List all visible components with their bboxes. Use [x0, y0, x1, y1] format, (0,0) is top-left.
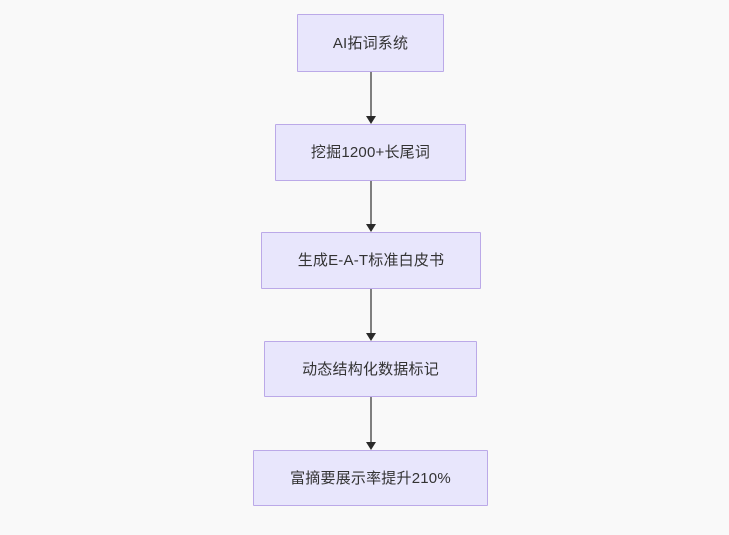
connector-line [370, 72, 372, 116]
flow-node-longtail-mining[interactable]: 挖掘1200+长尾词 [275, 124, 466, 181]
arrowhead-down-icon [366, 333, 376, 341]
flow-node-label: AI拓词系统 [332, 34, 409, 52]
connector-line [370, 397, 372, 442]
arrowhead-down-icon [366, 442, 376, 450]
flow-node-label: 富摘要展示率提升210% [290, 469, 451, 487]
flow-node-eat-whitepaper[interactable]: 生成E-A-T标准白皮书 [261, 232, 481, 289]
flow-node-rich-snippet-result[interactable]: 富摘要展示率提升210% [253, 450, 488, 506]
flow-node-ai-keyword-system[interactable]: AI拓词系统 [297, 14, 444, 72]
flow-node-structured-data-markup[interactable]: 动态结构化数据标记 [264, 341, 477, 397]
flow-node-label: 生成E-A-T标准白皮书 [297, 252, 445, 269]
arrowhead-down-icon [366, 116, 376, 124]
flow-node-label: 挖掘1200+长尾词 [310, 144, 431, 161]
connector-line [370, 289, 372, 333]
flow-node-label: 动态结构化数据标记 [302, 360, 439, 378]
connector-line [370, 181, 372, 224]
arrowhead-down-icon [366, 224, 376, 232]
